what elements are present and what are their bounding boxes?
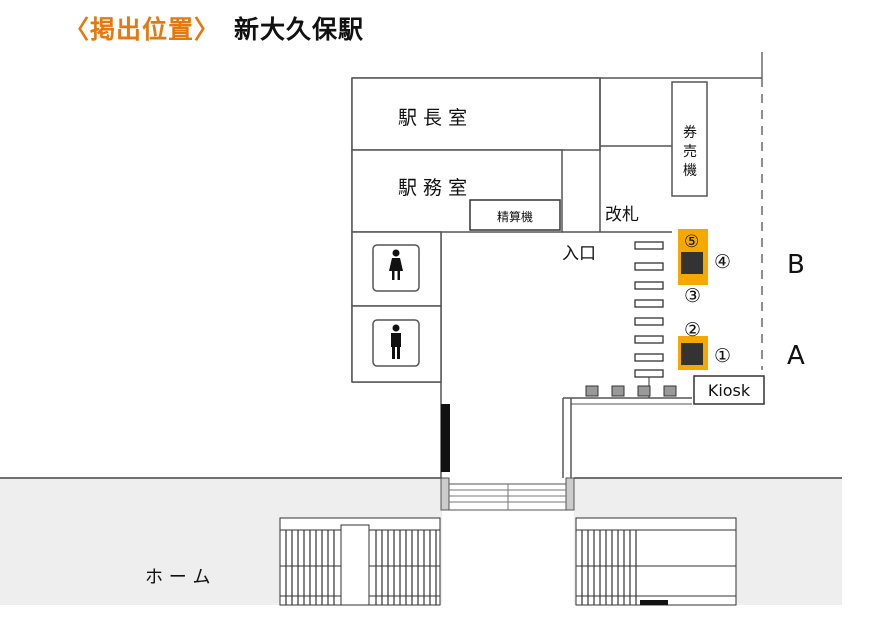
marker-1: ① bbox=[714, 345, 731, 367]
ticket-machine-char-2: 売 bbox=[683, 144, 697, 160]
zone-a-label: A bbox=[787, 341, 805, 371]
passage-stairs bbox=[448, 483, 567, 511]
marker-3: ③ bbox=[684, 285, 701, 307]
entrance-label: 入口 bbox=[562, 244, 596, 264]
stairs-right bbox=[575, 517, 737, 606]
marker-4: ④ bbox=[714, 251, 731, 273]
man-icon bbox=[391, 324, 401, 359]
ticket-machine-char-1: 券 bbox=[683, 125, 697, 141]
fare-adjust-label: 精算機 bbox=[497, 209, 533, 224]
stationmaster-room bbox=[351, 77, 601, 151]
fare-adjust-machine bbox=[469, 199, 561, 231]
marker-2: ② bbox=[684, 319, 701, 341]
title-label: 〈掲出位置〉 bbox=[64, 15, 221, 44]
platform-label: ホ ー ム bbox=[145, 567, 210, 588]
bollards bbox=[585, 385, 677, 397]
ticket-gate-label: 改札 bbox=[605, 205, 639, 225]
station-name: 新大久保駅 bbox=[234, 15, 365, 44]
zone-b-label: B bbox=[787, 250, 805, 280]
ticket-machine bbox=[671, 81, 708, 197]
stationmaster-room-label: 駅 長 室 bbox=[398, 107, 467, 129]
stairs-left bbox=[279, 517, 441, 606]
office-room-label: 駅 務 室 bbox=[398, 177, 467, 199]
poster-panel-a bbox=[681, 343, 703, 365]
kiosk bbox=[693, 375, 765, 405]
ticket-gates bbox=[634, 241, 664, 378]
kiosk-label: Kiosk bbox=[708, 381, 751, 400]
ticket-machine-char-3: 機 bbox=[683, 163, 697, 179]
poster-panel-b bbox=[681, 252, 703, 274]
woman-icon bbox=[389, 249, 403, 280]
page-title: 〈掲出位置〉新大久保駅 bbox=[64, 10, 364, 46]
marker-5: ⑤ bbox=[684, 232, 699, 252]
